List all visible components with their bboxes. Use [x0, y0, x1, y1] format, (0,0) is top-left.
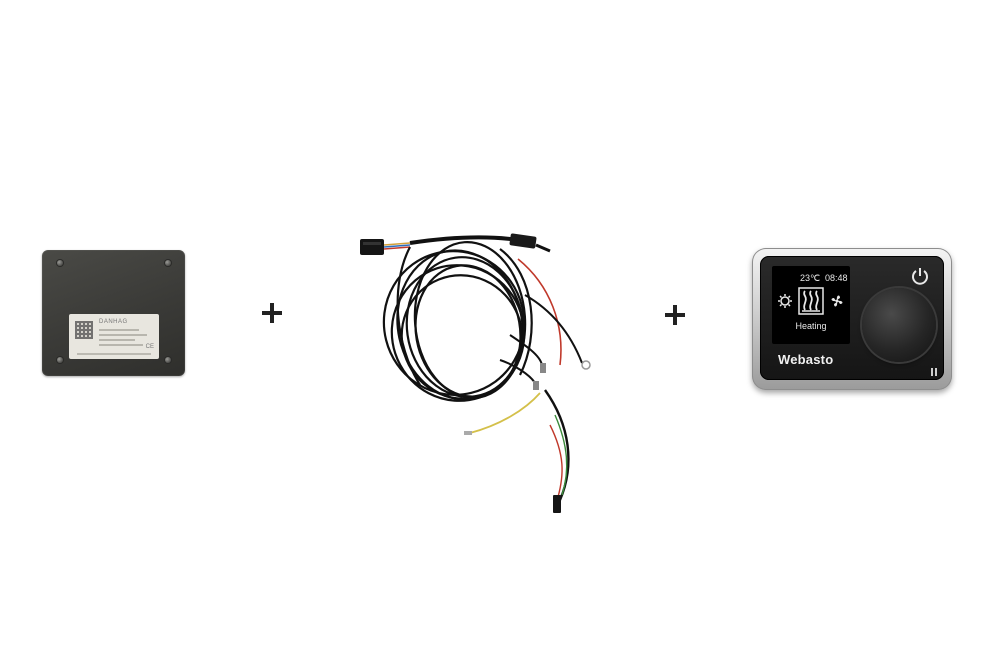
control-box: DANHAG CE — [42, 250, 185, 376]
product-label-sticker: DANHAG CE — [69, 314, 159, 359]
spade-terminal — [540, 363, 546, 373]
wire-harness — [360, 233, 591, 513]
rotary-knob[interactable] — [862, 288, 936, 362]
mode-label: Heating — [795, 321, 827, 331]
pause-icon — [930, 368, 938, 376]
webasto-logo: Webasto — [778, 352, 834, 367]
heater-controller: 23℃ 08:48 — [752, 248, 952, 390]
ce-mark: CE — [145, 344, 154, 350]
plus-icon — [665, 305, 685, 325]
power-icon[interactable] — [910, 266, 930, 286]
qr-code-icon — [75, 321, 93, 339]
screw — [57, 260, 63, 266]
controller-display: 23℃ 08:48 — [772, 266, 850, 344]
sticker-brand-text: DANHAG — [99, 319, 128, 325]
screw — [165, 260, 171, 266]
plus-icon — [262, 303, 282, 323]
screw — [57, 357, 63, 363]
heating-waves-icon — [798, 287, 824, 315]
ring-terminal — [581, 360, 591, 370]
spade-terminal — [533, 381, 539, 390]
mode-icons — [778, 287, 843, 315]
screw — [165, 357, 171, 363]
harness-connector — [509, 233, 537, 249]
controller-face: 23℃ 08:48 — [760, 256, 944, 380]
time-readout: 08:48 — [825, 273, 848, 283]
harness-connector — [360, 239, 384, 255]
sun-gear-icon — [778, 294, 792, 308]
pin-terminal — [464, 431, 472, 435]
harness-connector — [553, 495, 561, 513]
fan-icon — [831, 295, 843, 307]
temperature-readout: 23℃ — [800, 273, 821, 283]
